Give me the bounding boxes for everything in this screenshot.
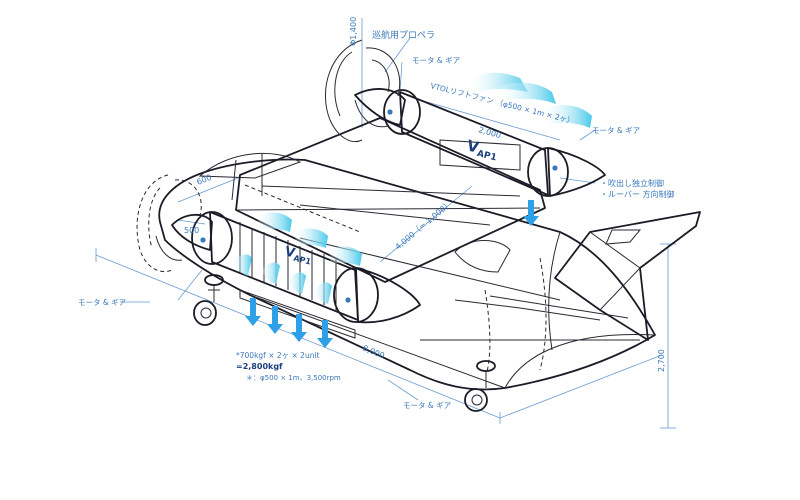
motor-gear-label-right: モータ & ギア <box>592 126 640 135</box>
thrust-line-1: *700kgf × 2ヶ × 2unit <box>236 351 320 360</box>
down-arrow-icon <box>267 306 283 334</box>
down-arrow-icon <box>291 314 307 342</box>
down-arrow-icon <box>317 320 333 348</box>
thrust-line-3: ＊：φ500 × 1m、3,500rpm <box>246 374 341 382</box>
down-arrow-icon <box>523 200 539 226</box>
fan-length-dim: 2,000 <box>477 125 501 140</box>
rear-landing-gear <box>464 360 496 412</box>
vap-symbol-lower: VAP1 <box>283 244 314 266</box>
wing-span-dim: 4,000（= 1,000） <box>394 199 454 252</box>
propeller-diameter-dim: Φ1,400 <box>349 17 358 46</box>
motor-gear-label-top: モータ & ギア <box>412 56 460 65</box>
blow-control-label: ・吹出し独立制御 <box>600 178 664 188</box>
motor-gear-label-bottom: モータ & ギア <box>403 401 451 410</box>
thrust-line-2: =2,800kgf <box>236 362 283 371</box>
louver-control-label: ・ルーバー 方向制御 <box>600 189 674 199</box>
down-arrow-icon <box>245 298 261 326</box>
front-landing-gear <box>193 274 224 326</box>
cruise-propeller-left <box>136 174 202 273</box>
tail-fin <box>554 211 701 341</box>
main-wing <box>235 117 546 283</box>
cruise-propeller-top <box>324 39 401 143</box>
body-length-dim: 8,000 <box>361 344 386 361</box>
airflow-intake <box>234 72 592 304</box>
thrust-arrows <box>245 200 539 348</box>
height-dim: 2,700 <box>657 349 666 372</box>
motor-gear-label-left: モータ & ギア <box>78 298 126 307</box>
upper-fan-nacelle <box>354 88 606 197</box>
lower-fan-nacelle <box>171 211 421 339</box>
left-small-dim: 500 <box>184 226 199 235</box>
cruise-propeller-label: 巡航用プロペラ <box>372 29 435 41</box>
vap-symbol-upper: VAP1 <box>465 136 500 163</box>
